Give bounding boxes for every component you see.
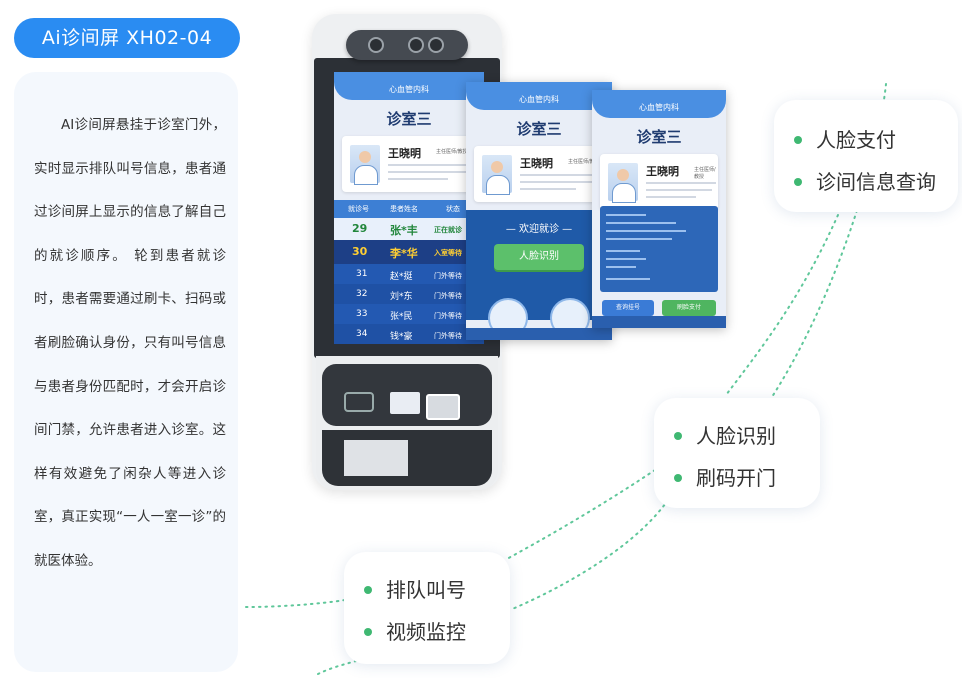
feature-item: 人脸支付 [774,124,958,153]
feature-item: 诊间信息查询 [774,166,958,195]
doctor-title: 主任医师/教授 [436,149,468,155]
description-card: AI诊间屏悬挂于诊室门外，实时显示排队叫号信息，患者通过诊间屏上显示的信息了解自… [14,72,238,672]
printer-slot [344,440,408,476]
screen-room: 诊室三 [386,110,432,128]
dotted-line-6 [317,659,361,675]
doctor-name: 王晓明 [388,147,421,160]
welcome-text: — 欢迎就诊 — [505,224,573,235]
feature-item: 排队叫号 [344,574,510,603]
queue-header-num: 就诊号 [348,205,369,213]
screen-welcome: 心血管内科 诊室三 王晓明 主任医师/教授 — 欢迎就诊 — 人脸识别 [466,82,612,340]
device-base [316,356,498,490]
queue-header: 就诊号 患者姓名 状态 [334,200,484,218]
feature-card-1: 人脸支付 诊间信息查询 [774,100,958,212]
feature-card-2: 人脸识别 刷码开门 [654,398,820,508]
feature-item: 刷码开门 [654,462,820,491]
queue-header-name: 患者姓名 [390,205,418,213]
camera-lens-icon [408,37,424,53]
doctor-card: 王晓明 主任医师/教授 [342,136,476,192]
camera-lens-icon [428,37,444,53]
welcome-panel: — 欢迎就诊 — 人脸识别 [466,210,612,338]
screen-queue: 心血管内科 诊室三 王晓明 主任医师/教授 就诊号 患者姓名 状态 29 张*丰… [334,72,484,344]
face-pay-button[interactable]: 刷脸支付 [662,300,716,316]
dotted-line-5 [245,599,346,608]
bullet-icon [674,431,682,440]
bullet-icon [794,135,802,144]
bullet-icon [794,177,802,186]
dotted-line-4 [509,499,669,611]
camera-module [346,30,468,60]
doctor-avatar [350,145,380,185]
product-title: Ai诊间屏 XH02-04 [14,18,240,58]
face-recognition-button[interactable]: 人脸识别 [494,244,584,270]
qr-scanner-window [426,394,460,420]
bullet-icon [364,585,372,594]
bullet-icon [364,627,372,636]
queue-row: 30 李*华 入室等待 [334,240,484,264]
camera-lens-icon [368,37,384,53]
screen-payment: 心血管内科 诊室三 王晓明 主任医师/教授 查询挂号 刷脸支付 [592,90,726,328]
feature-card-3: 排队叫号 视频监控 [344,552,510,664]
scanner-panel [322,364,492,426]
patient-info-panel [600,206,718,292]
dotted-line-3 [504,469,656,561]
bullet-icon [674,473,682,482]
feature-item: 人脸识别 [654,420,820,449]
query-button[interactable]: 查询挂号 [602,300,654,316]
screen-department: 心血管内科 [389,85,429,94]
payment-logo [390,392,420,414]
dotted-line-2 [725,214,839,396]
description-text: AI诊间屏悬挂于诊室门外，实时显示排队叫号信息，患者通过诊间屏上显示的信息了解自… [34,117,226,569]
card-reader-icon [344,392,374,412]
printer-panel [322,430,492,486]
queue-row: 29 张*丰 正在就诊 [334,218,484,240]
feature-item: 视频监控 [344,616,510,645]
queue-header-status: 状态 [446,205,460,213]
